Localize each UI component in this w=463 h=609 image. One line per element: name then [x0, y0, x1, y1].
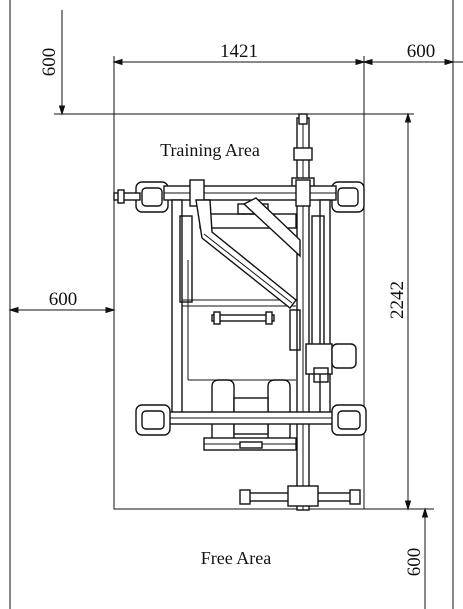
front-foot-left: [135, 404, 171, 436]
rear-foot-right: [331, 181, 365, 213]
dimension-machine-length: 2242: [364, 112, 434, 511]
left-handle: [113, 189, 141, 204]
dimension-machine-width: 1421: [112, 41, 366, 114]
top-cross-beam: [163, 179, 337, 207]
right-clearance-label: 600: [407, 41, 436, 62]
dimension-right-clearance: 600: [362, 41, 463, 66]
machine-top-view: [113, 113, 367, 511]
left-clearance-label: 600: [49, 289, 78, 310]
machine-length-label: 2242: [387, 281, 408, 319]
free-area-boundary: [9, 0, 454, 609]
front-cross-bar: [163, 411, 337, 425]
training-area-boundary: [113, 113, 365, 510]
front-foot-bar: [239, 485, 361, 507]
top-clearance-label: 600: [39, 48, 60, 77]
bottom-clearance-label: 600: [404, 548, 425, 577]
rear-foot-left: [135, 181, 169, 213]
dimension-top-clearance: 600: [39, 10, 114, 116]
front-foot-right: [331, 404, 367, 436]
training-area-label: Training Area: [160, 140, 260, 160]
free-area-label: Free Area: [201, 548, 271, 568]
dimension-bottom-clearance: 600: [404, 507, 429, 609]
machine-width-label: 1421: [220, 41, 258, 62]
weight-stack: [211, 309, 357, 383]
diagonal-arms: [195, 197, 301, 309]
dimension-left-clearance: 600: [8, 289, 116, 314]
